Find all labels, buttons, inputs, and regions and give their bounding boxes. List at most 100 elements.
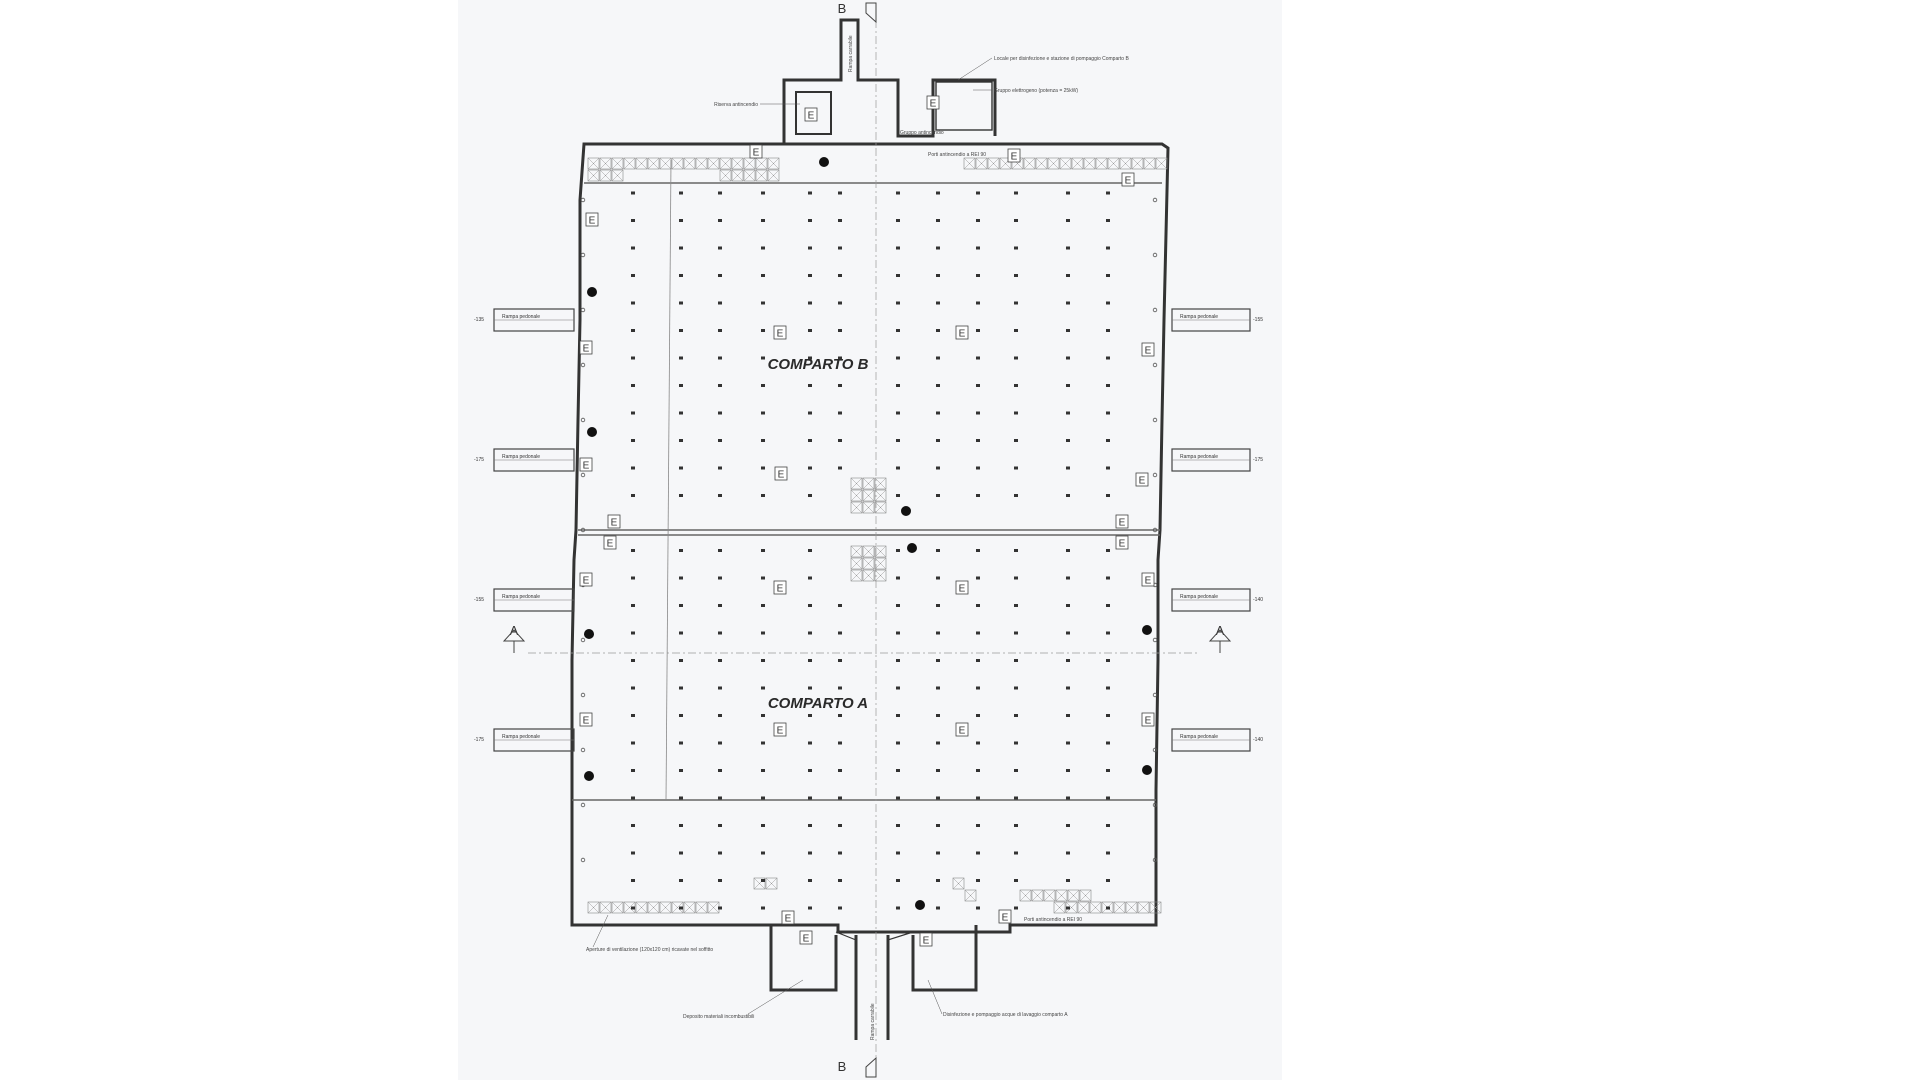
pump-tank-label: Riserva antincendio	[714, 102, 758, 108]
column	[761, 466, 765, 470]
column	[1014, 714, 1018, 717]
wall-marker	[1152, 692, 1158, 698]
column	[1066, 439, 1070, 442]
storage-leader	[747, 979, 804, 1015]
column	[679, 796, 683, 800]
vent-hatch	[1055, 889, 1068, 902]
column	[631, 549, 635, 552]
column	[936, 879, 940, 882]
column	[761, 219, 765, 222]
vent-hatch	[1043, 889, 1056, 902]
column	[1066, 191, 1070, 195]
vent-box	[587, 169, 600, 182]
wall-marker	[580, 802, 586, 808]
exit-sign: E	[955, 580, 969, 595]
wall-marker	[580, 527, 586, 533]
exit-sign-box	[579, 340, 593, 355]
vent-box	[987, 157, 1000, 170]
column	[936, 356, 940, 360]
vent-box	[1043, 889, 1056, 902]
vent-hatch	[1119, 157, 1132, 170]
column	[896, 411, 900, 415]
column	[718, 411, 722, 415]
column	[1014, 494, 1018, 497]
column	[1014, 851, 1018, 855]
top-vehicle-ramp-label: Rampa carrabile	[848, 35, 854, 72]
column	[1106, 659, 1110, 662]
column	[838, 906, 842, 910]
exit-sign-letter: E	[583, 716, 590, 727]
exit-sign: E	[607, 514, 621, 529]
column	[718, 466, 722, 470]
vent-box	[964, 889, 977, 902]
vent-hatch	[635, 901, 648, 914]
exit-sign-letter: E	[1145, 576, 1152, 587]
column	[896, 824, 900, 827]
vent-hatch	[731, 169, 744, 182]
exit-sign-letter: E	[778, 470, 785, 481]
column	[761, 631, 765, 635]
column	[976, 906, 980, 910]
column	[976, 659, 980, 662]
vent-hatch	[1155, 157, 1168, 170]
column	[1066, 906, 1070, 910]
column	[761, 191, 765, 195]
column	[896, 191, 900, 195]
vent-box	[1137, 901, 1150, 914]
exit-sign-box	[926, 95, 940, 110]
vent-box	[743, 157, 756, 170]
column	[1066, 384, 1070, 387]
vent-box	[850, 477, 863, 490]
column	[936, 631, 940, 635]
column	[1106, 714, 1110, 717]
column	[976, 301, 980, 305]
exit-sign-box	[955, 722, 969, 737]
column	[679, 219, 683, 222]
column	[1014, 604, 1018, 607]
column	[679, 549, 683, 552]
column	[718, 769, 722, 772]
column	[1014, 384, 1018, 387]
column	[838, 411, 842, 415]
column	[1066, 549, 1070, 552]
vent-hatch	[1059, 157, 1072, 170]
column	[808, 384, 812, 387]
column	[808, 686, 812, 690]
column	[1014, 274, 1018, 277]
vent-box	[1119, 157, 1132, 170]
wall-marker	[580, 692, 586, 698]
column	[976, 796, 980, 800]
column	[1106, 274, 1110, 277]
column	[1014, 796, 1018, 800]
column	[936, 714, 940, 717]
column	[1066, 494, 1070, 497]
column	[1014, 824, 1018, 827]
vent-hatch	[647, 901, 660, 914]
column	[631, 796, 635, 800]
vent-hatch	[755, 157, 768, 170]
vent-hatch	[599, 169, 612, 182]
exit-sign-box	[774, 466, 788, 481]
bottom-annex	[769, 925, 978, 1040]
column	[808, 274, 812, 277]
column	[838, 439, 842, 442]
column	[761, 824, 765, 827]
vent-box	[635, 157, 648, 170]
column	[976, 411, 980, 415]
exit-sign-box	[749, 144, 763, 159]
column	[679, 769, 683, 772]
column	[936, 686, 940, 690]
vent-hatch	[659, 901, 672, 914]
column	[679, 851, 683, 855]
exit-sign-letter: E	[1145, 716, 1152, 727]
column	[761, 494, 765, 497]
column	[838, 879, 842, 882]
column	[1106, 906, 1110, 910]
vent-box	[1055, 889, 1068, 902]
vent-box	[767, 157, 780, 170]
vent-hatch	[599, 901, 612, 914]
column	[1106, 329, 1110, 332]
pump-tank-room	[795, 91, 832, 135]
